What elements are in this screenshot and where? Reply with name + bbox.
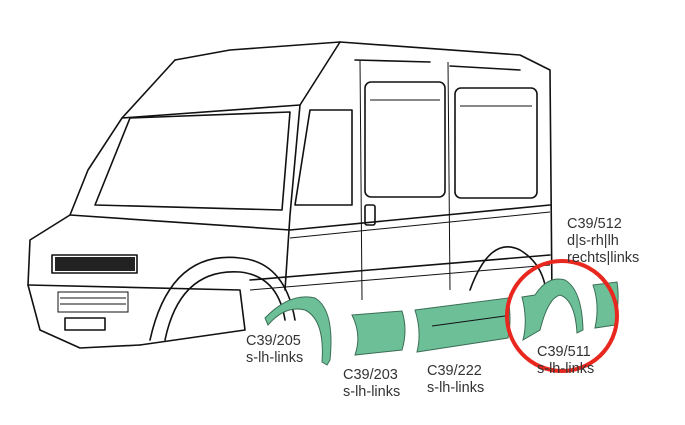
part-side: d|s-rh|lh xyxy=(567,233,619,249)
label-C39-511: C39/511 s-lh-links xyxy=(537,344,594,378)
part-C39-203 xyxy=(351,310,406,356)
van-body-outline xyxy=(27,41,553,349)
part-code: C39/222 xyxy=(427,363,482,379)
part-side-german: rechts|links xyxy=(567,250,640,266)
label-C39-205: C39/205 s-lh-links xyxy=(246,333,303,367)
part-side: s-lh-links xyxy=(537,361,595,377)
part-C39-511 xyxy=(521,278,584,342)
highlight-circle xyxy=(505,259,619,373)
part-code: C39/205 xyxy=(246,333,301,349)
part-side: s-lh-links xyxy=(246,350,304,366)
part-side: s-lh-links xyxy=(343,384,401,400)
part-code: C39/512 xyxy=(567,216,622,232)
part-C39-205 xyxy=(264,296,332,366)
part-side: s-lh-links xyxy=(427,380,485,396)
part-code: C39/203 xyxy=(343,367,398,383)
part-C39-222 xyxy=(414,297,511,353)
part-code: C39/511 xyxy=(537,344,591,360)
label-C39-222: C39/222 s-lh-links xyxy=(427,363,484,397)
parts-group xyxy=(264,278,619,366)
label-C39-512: C39/512 d|s-rh|lh rechts|links xyxy=(567,216,639,267)
label-C39-203: C39/203 s-lh-links xyxy=(343,367,400,401)
